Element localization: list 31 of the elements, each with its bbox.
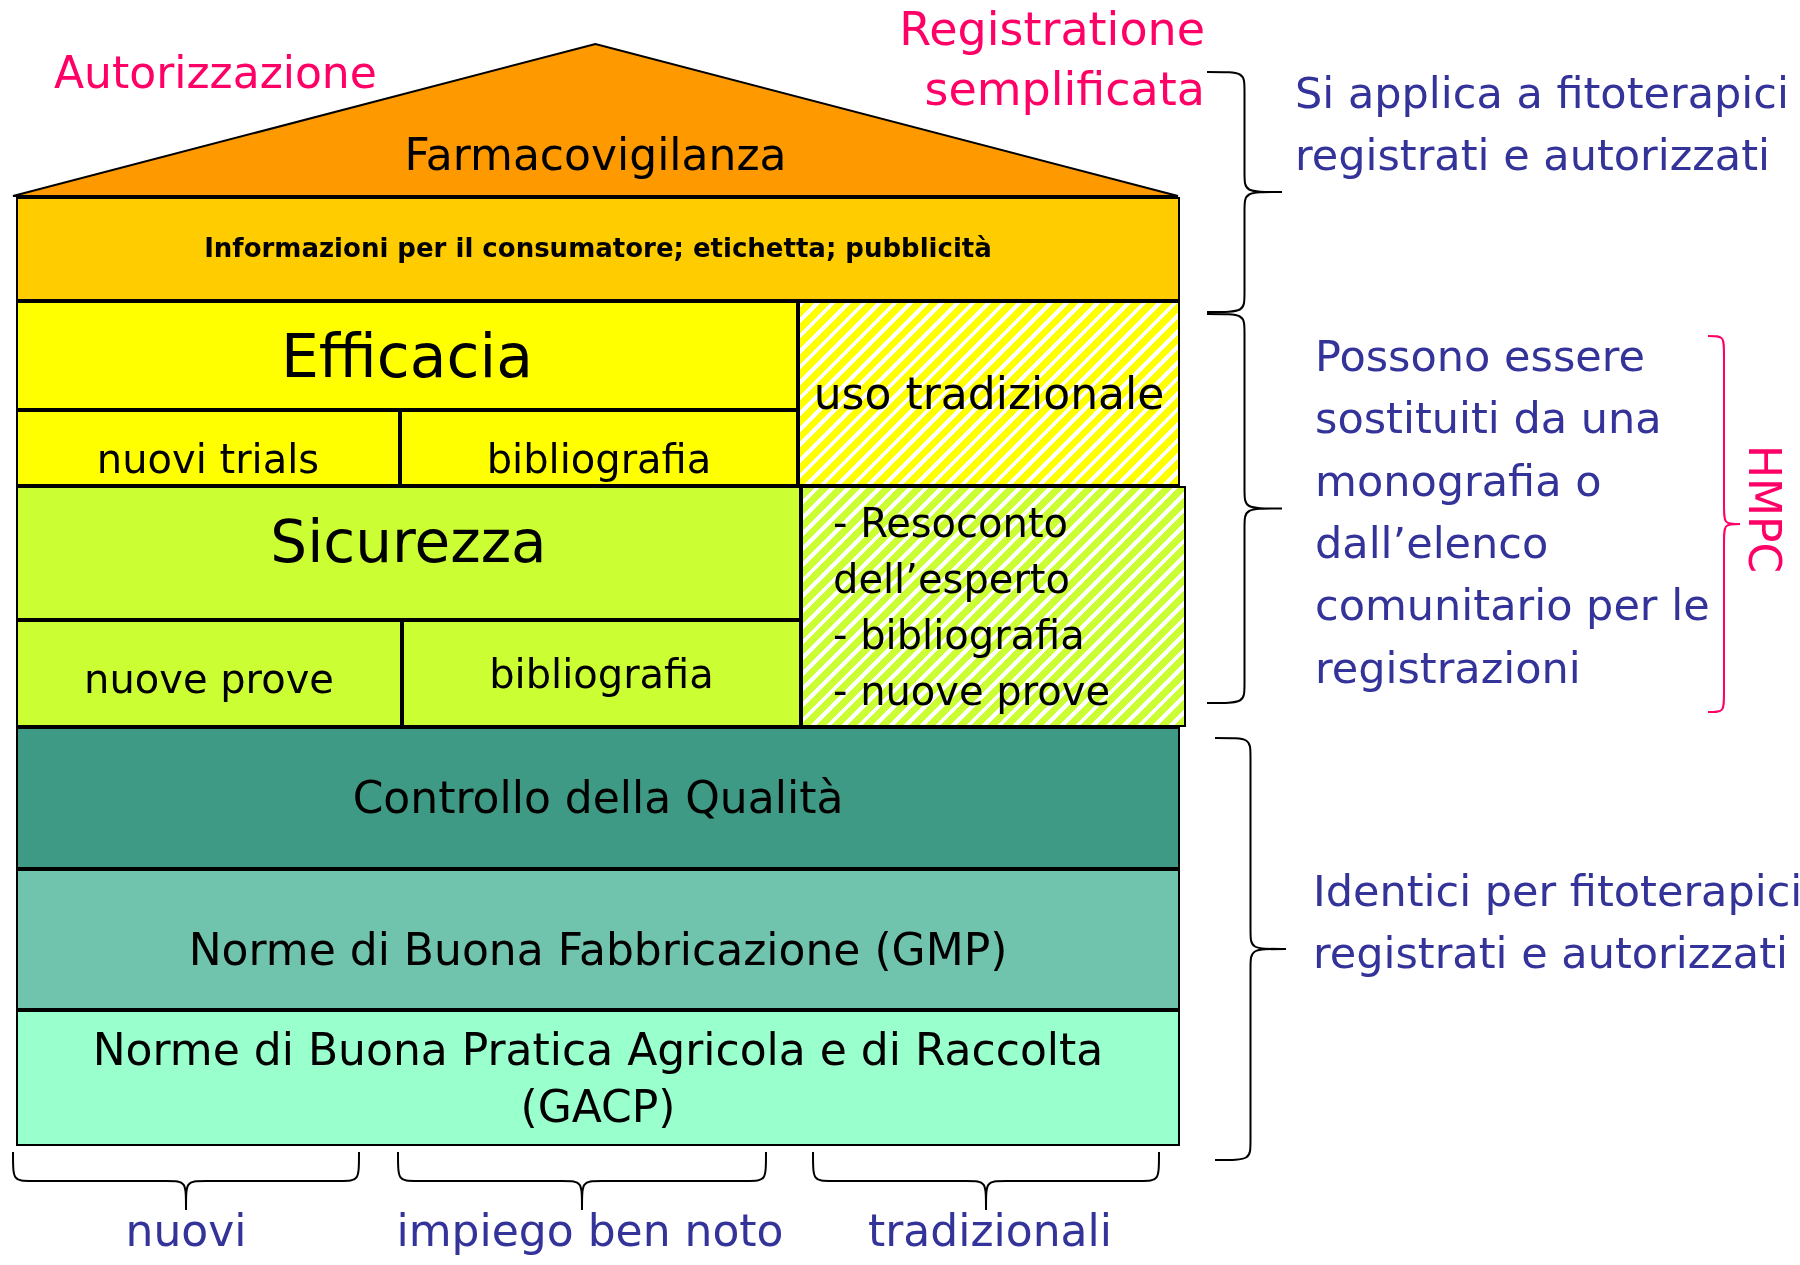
efficacy-block: [16, 301, 798, 410]
note-text: Possono essere sostituiti da una monografia o dall’elenco comunitario per le registrazioni: [1315, 330, 1711, 695]
category-label: tradizionali: [867, 1205, 1113, 1258]
box-text: Controllo della Qualità: [352, 771, 844, 826]
box-text: bibliografia: [486, 435, 712, 484]
box-text: Efficacia: [280, 319, 534, 393]
box-text: nuovi trials: [96, 435, 320, 484]
box-text: Farmacovigilanza: [404, 127, 787, 182]
box-text: Norme di Buona Pratica Agricola e di Raccolta (GACP): [91, 1022, 1105, 1134]
box-text: Informazioni per il consumatore; etichetta; pubblicità: [204, 232, 992, 266]
safety-block: [16, 486, 801, 620]
sub-block: [402, 620, 801, 727]
gmp-band: [16, 869, 1180, 1010]
quality-band: [16, 727, 1180, 869]
note-text: Si applica a fitoterapici registrati e autorizzati: [1295, 67, 1790, 183]
gacp-band: [16, 1010, 1180, 1146]
info-band: [16, 197, 1180, 301]
heading-label: Autorizzazione: [54, 46, 378, 100]
category-label: impiego ben noto: [395, 1205, 785, 1258]
box-text: nuove prove: [84, 654, 334, 704]
box-text: bibliografia: [489, 649, 714, 699]
heading-label: Registratione semplificata: [898, 1, 1205, 118]
sub-block: [400, 410, 798, 486]
hatched-block: [801, 486, 1186, 727]
box-text: Sicurezza: [270, 507, 547, 579]
box-text: Norme di Buona Fabbricazione (GMP): [188, 922, 1008, 977]
sub-block: [16, 410, 400, 486]
note-text: Identici per fitoterapici registrati e autorizzati: [1313, 865, 1800, 981]
group-label: HMPC: [1742, 445, 1786, 574]
sub-block: [16, 620, 402, 727]
category-label: nuovi: [124, 1205, 248, 1258]
